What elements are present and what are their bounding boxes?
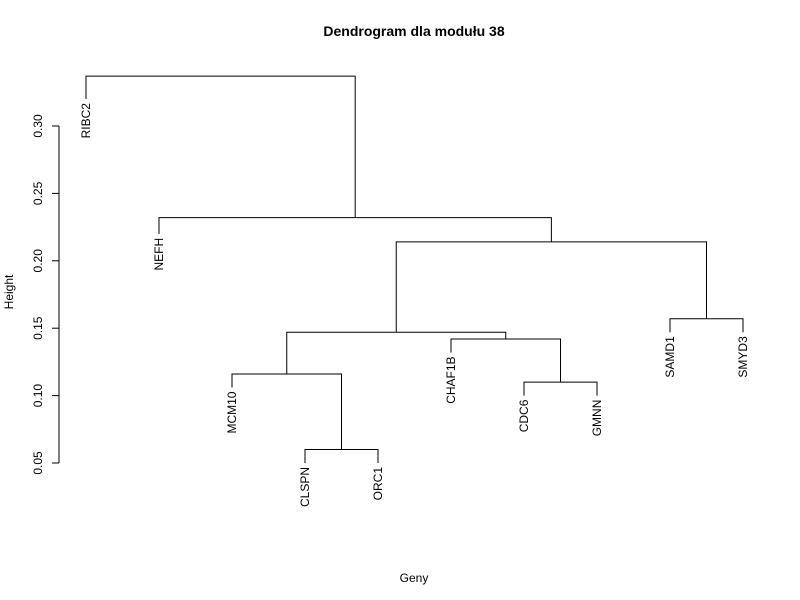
y-tick-label: 0.05	[31, 451, 45, 475]
leaf-label-orc1: ORC1	[371, 467, 385, 501]
leaf-label-cdc6: CDC6	[517, 399, 531, 432]
y-tick-label: 0.15	[31, 316, 45, 340]
leaf-label-chaf1b: CHAF1B	[444, 356, 458, 403]
y-tick-label: 0.20	[31, 249, 45, 273]
merge-link-m6	[669, 318, 744, 333]
y-axis: 0.05 0.10 0.15 0.20 0.25 0.30	[31, 114, 60, 475]
leaf-label-clspn: CLSPN	[298, 467, 312, 507]
leaf-label-gmnn: GMNN	[590, 400, 604, 437]
x-axis-label: Geny	[400, 571, 429, 585]
dendrogram-links	[85, 75, 744, 463]
leaf-label-nefh: NEFH	[152, 238, 166, 271]
merge-link-m7	[395, 241, 707, 333]
merge-link-m3	[231, 373, 342, 450]
y-axis-label: Height	[2, 274, 16, 309]
merge-link-m1	[304, 449, 379, 463]
merge-link-m8	[158, 217, 552, 242]
y-tick-label: 0.30	[31, 114, 45, 138]
leaf-label-samd1: SAMD1	[663, 336, 677, 378]
merge-link-m2	[523, 381, 598, 396]
leaf-label-mcm10: MCM10	[225, 391, 239, 433]
merge-link-m4	[450, 338, 561, 383]
y-tick-label: 0.25	[31, 181, 45, 205]
leaf-label-smyd3: SMYD3	[736, 336, 750, 378]
merge-link-m9	[85, 75, 356, 218]
leaf-label-ribc2: RIBC2	[79, 103, 93, 139]
y-tick-label: 0.10	[31, 384, 45, 408]
chart-title: Dendrogram dla modułu 38	[323, 23, 504, 39]
